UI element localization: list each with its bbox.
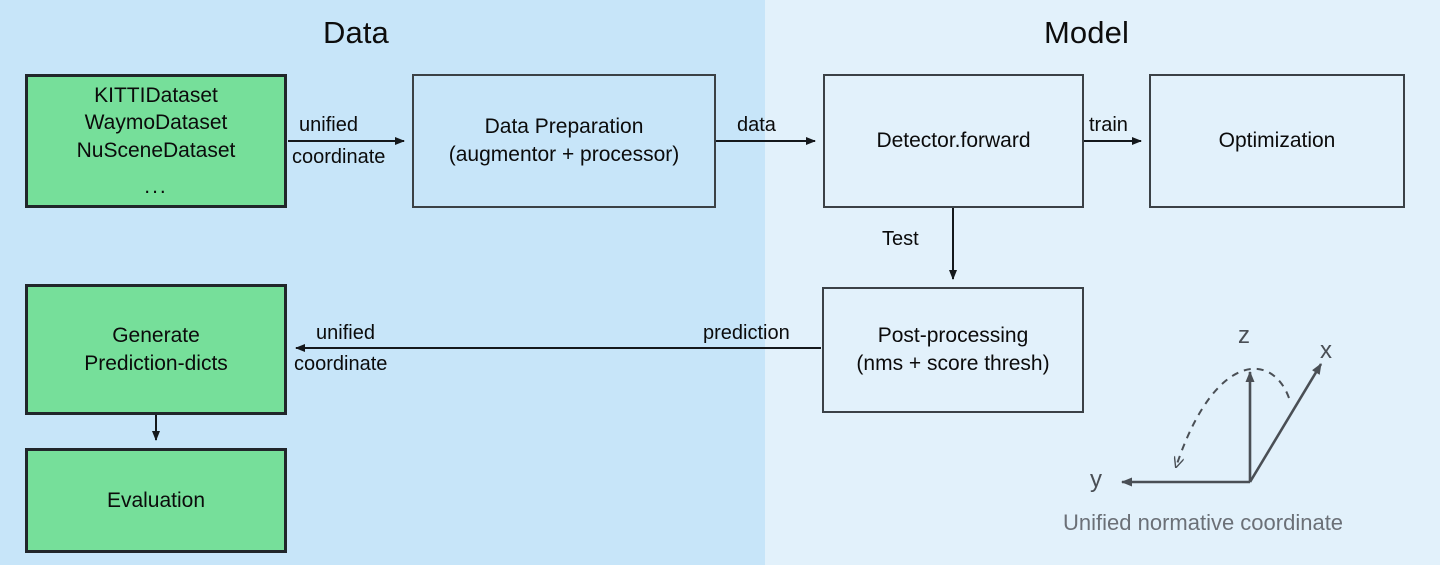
edge-label-coordinate: coordinate: [292, 146, 386, 168]
edge-label-coordinate-2: coordinate: [294, 353, 388, 375]
edge-label-test: Test: [882, 228, 919, 250]
node-generate-prediction-dicts[interactable]: Generate Prediction-dicts: [25, 284, 287, 415]
node-datasets-line-1: KITTIDataset: [94, 83, 218, 107]
node-data-preparation-line-1: Data Preparation: [484, 115, 644, 139]
axis-label-z: z: [1238, 322, 1250, 349]
node-datasets-line-2: WaymoDataset: [84, 111, 228, 135]
node-post-processing-line-1: Post-processing: [877, 324, 1029, 348]
axis-x-line: [1248, 363, 1323, 483]
axis-rotation-arc: [1176, 367, 1290, 467]
edge-label-data: data: [737, 114, 776, 136]
panel-model-title: Model: [1044, 15, 1129, 50]
node-generate-prediction-dicts-line-1: Generate: [112, 323, 200, 347]
panel-model: [765, 0, 1440, 565]
edge-label-prediction: prediction: [703, 322, 790, 344]
edge-label-train: train: [1089, 114, 1128, 136]
node-optimization-line-1: Optimization: [1218, 129, 1336, 153]
node-datasets-line-3: NuSceneDataset: [76, 139, 236, 162]
axis-label-x: x: [1320, 337, 1332, 364]
node-optimization[interactable]: Optimization: [1149, 74, 1405, 208]
node-detector-forward[interactable]: Detector.forward: [823, 74, 1084, 208]
node-evaluation-line-1: Evaluation: [106, 488, 206, 512]
axis-label-y: y: [1090, 466, 1102, 493]
node-post-processing-line-2: (nms + score thresh): [856, 352, 1050, 375]
node-evaluation[interactable]: Evaluation: [25, 448, 287, 553]
edge-label-unified-2: unified: [316, 322, 375, 344]
node-post-processing[interactable]: Post-processing (nms + score thresh): [822, 287, 1084, 413]
node-detector-forward-line-1: Detector.forward: [876, 129, 1031, 153]
node-datasets[interactable]: KITTIDataset WaymoDataset NuSceneDataset…: [25, 74, 287, 208]
node-data-preparation[interactable]: Data Preparation (augmentor + processor): [412, 74, 716, 208]
node-generate-prediction-dicts-line-2: Prediction-dicts: [84, 351, 228, 375]
node-datasets-line-4: ...: [144, 174, 168, 198]
node-data-preparation-line-2: (augmentor + processor): [448, 143, 680, 166]
edge-label-unified: unified: [299, 114, 358, 136]
coordinate-figure-caption: Unified normative coordinate: [1063, 510, 1344, 535]
coordinate-axes: [1121, 363, 1323, 487]
panel-data-title: Data: [323, 15, 389, 50]
